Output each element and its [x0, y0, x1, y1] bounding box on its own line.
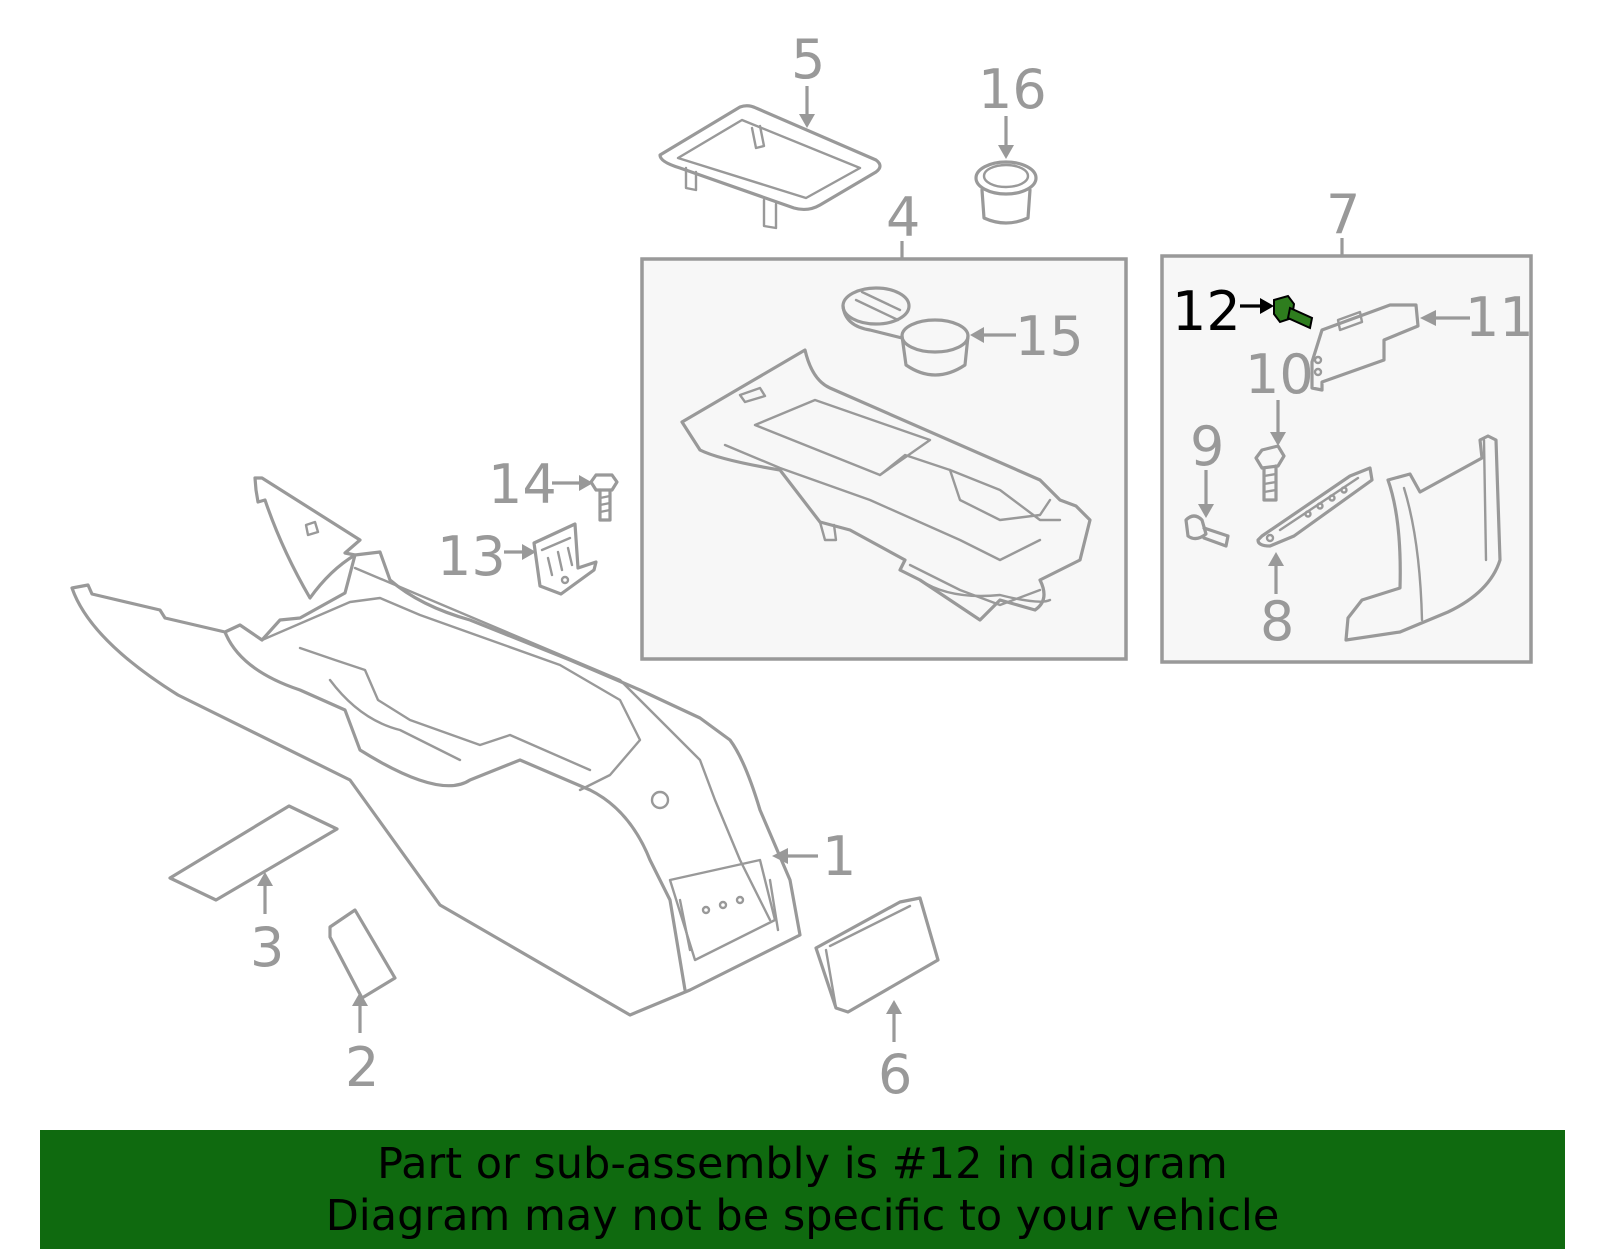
callout-15[interactable]: 15: [1015, 305, 1084, 368]
callout-10[interactable]: 10: [1245, 343, 1314, 406]
callout-9[interactable]: 9: [1190, 415, 1224, 478]
storage-lid-part-6[interactable]: [814, 896, 940, 1014]
bracket-part-13[interactable]: [532, 522, 598, 596]
mat-part-3[interactable]: [168, 804, 339, 902]
screw-part-9[interactable]: [1184, 514, 1230, 548]
hinge-bracket-part-11[interactable]: [1310, 303, 1420, 392]
assembly-box-7: [1160, 254, 1533, 664]
trim-frame-part-5[interactable]: [658, 104, 882, 230]
callout-4[interactable]: 4: [886, 186, 920, 249]
pad-part-2[interactable]: [328, 908, 397, 1000]
callout-14[interactable]: 14: [488, 453, 557, 516]
leader-lines: [257, 86, 1470, 1042]
hinge-strap-part-8[interactable]: [1256, 466, 1374, 548]
callout-11[interactable]: 11: [1465, 286, 1534, 349]
callout-5[interactable]: 5: [791, 28, 825, 91]
plug-part-16[interactable]: [974, 160, 1038, 225]
inner-tray-part-4[interactable]: [680, 348, 1092, 622]
armrest-lid-part-7[interactable]: [1344, 434, 1502, 642]
banner-line-1: Part or sub-assembly is #12 in diagram: [377, 1138, 1228, 1189]
info-banner: Part or sub-assembly is #12 in diagram D…: [40, 1130, 1565, 1249]
screw-part-12[interactable]: [1273, 294, 1314, 330]
banner-line-2: Diagram may not be specific to your vehi…: [325, 1190, 1280, 1241]
callout-16[interactable]: 16: [978, 58, 1047, 121]
callout-labels: 1 2 3 4 5 6 7 8 9 10 11 12 13 14 15 16: [250, 28, 1534, 1106]
bolt-part-14[interactable]: [589, 473, 619, 522]
callout-8[interactable]: 8: [1260, 590, 1294, 653]
callout-1[interactable]: 1: [822, 825, 856, 888]
callout-6[interactable]: 6: [878, 1043, 912, 1106]
callout-3[interactable]: 3: [250, 916, 284, 979]
callout-12[interactable]: 12: [1172, 280, 1241, 343]
cup-holder-part-15[interactable]: [841, 286, 970, 377]
console-housing-part-1[interactable]: [70, 550, 802, 1017]
callout-7[interactable]: 7: [1326, 183, 1360, 246]
callout-13[interactable]: 13: [437, 525, 506, 588]
callout-2[interactable]: 2: [345, 1036, 379, 1099]
console-side-panel: [253, 476, 362, 600]
